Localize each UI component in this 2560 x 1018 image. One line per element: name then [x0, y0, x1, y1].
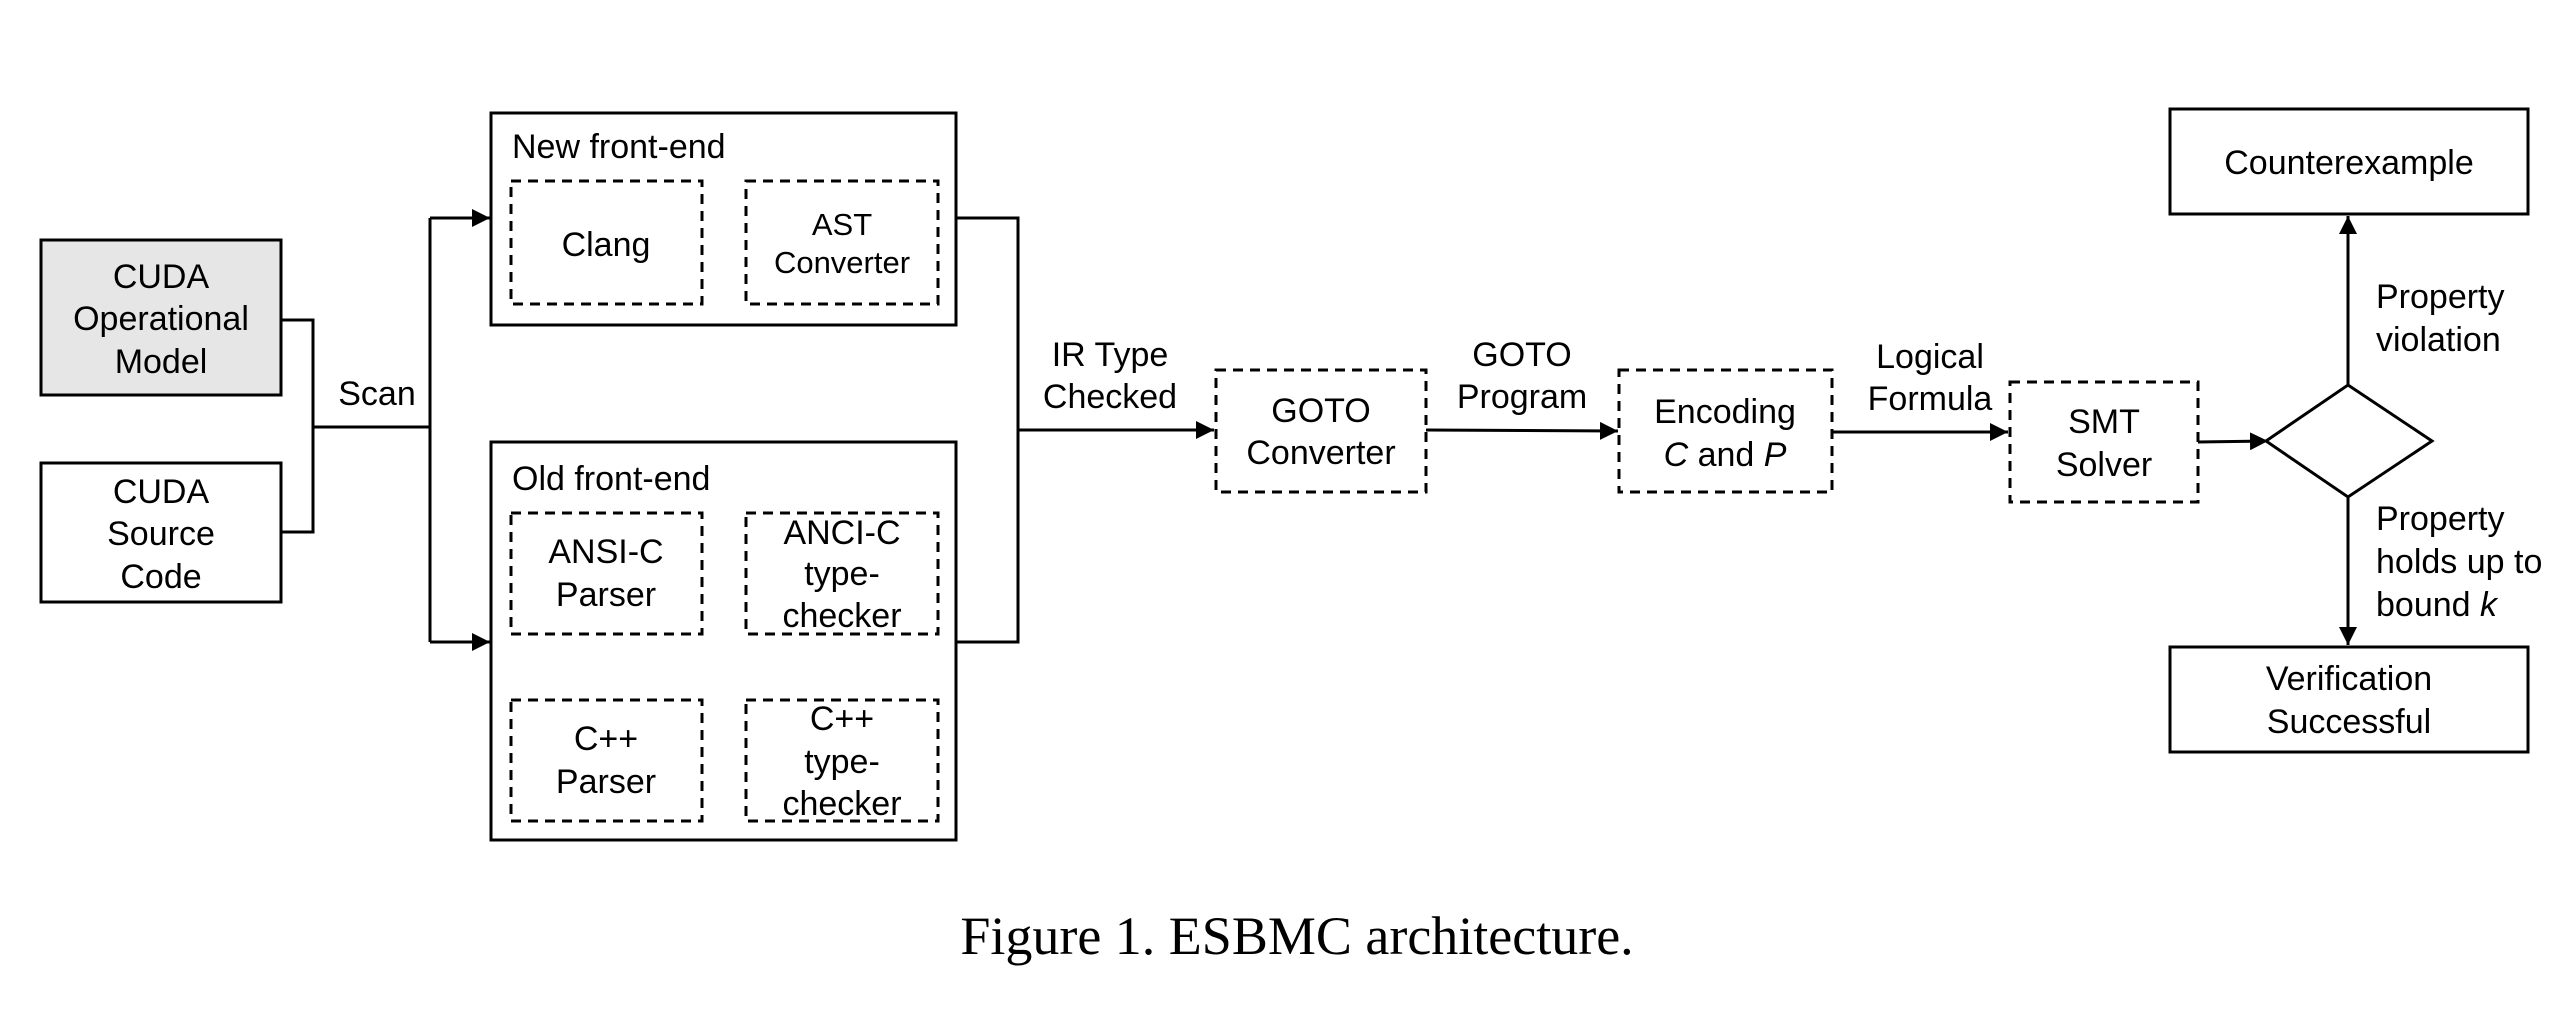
node-goto-converter: GOTO Converter — [1214, 368, 1428, 494]
group-old-frontend: Old front-end ANSI-C Parser ANCI-C type-… — [489, 440, 958, 842]
node-encoding: Encoding C and P — [1617, 368, 1834, 494]
verification-line2: Successful — [2267, 703, 2431, 741]
cpp-parser-line2: Parser — [556, 763, 656, 801]
cpp-typechecker-line2: type- — [804, 743, 880, 781]
node-counterexample: Counterexample — [2168, 107, 2530, 216]
cuda-model-line1: CUDA — [113, 258, 210, 296]
cuda-source-line3: Code — [120, 558, 201, 596]
label-scan: Scan — [338, 375, 416, 413]
cuda-source-line1: CUDA — [113, 473, 210, 511]
encoding-line1: Encoding — [1654, 393, 1796, 431]
old-frontend-title: Old front-end — [512, 460, 710, 498]
new-frontend-title: New front-end — [512, 128, 726, 166]
label-ir-type-line2: Checked — [1043, 378, 1177, 416]
node-cpp-typechecker — [744, 698, 940, 823]
ansic-parser-line1: ANSI-C — [548, 533, 663, 571]
label-property-violation-line1: Property — [2376, 278, 2505, 316]
ansic-typechecker-line3: checker — [782, 597, 901, 635]
smt-solver-line2: Solver — [2056, 446, 2152, 484]
node-cpp-parser — [509, 698, 704, 823]
label-property-holds-line1: Property — [2376, 500, 2505, 538]
ansic-parser-line2: Parser — [556, 576, 656, 614]
group-new-frontend: New front-end Clang AST Converter — [489, 111, 958, 327]
bound-text: bound — [2376, 586, 2480, 624]
node-cuda-operational-model: CUDA Operational Model — [39, 238, 283, 397]
node-verification-successful: Verification Successful — [2168, 645, 2530, 754]
cpp-typechecker-line3: checker — [782, 785, 901, 823]
encoding-and: and — [1688, 436, 1764, 474]
verification-line1: Verification — [2266, 660, 2432, 698]
label-property-violation-line2: violation — [2376, 321, 2501, 359]
cuda-source-line2: Source — [107, 515, 215, 553]
node-ansic-parser — [509, 511, 704, 636]
label-logical-formula-line1: Logical — [1876, 338, 1984, 376]
node-ast-converter — [744, 179, 940, 306]
encoding-line2: C and P — [1664, 436, 1787, 474]
node-cuda-source-code: CUDA Source Code — [39, 461, 283, 604]
goto-converter-line2: Converter — [1246, 434, 1395, 472]
bound-var-k: k — [2480, 586, 2499, 624]
encoding-var-c: C — [1664, 436, 1689, 474]
edge-frontends-merge — [957, 216, 1020, 644]
ansic-typechecker-line1: ANCI-C — [783, 514, 900, 552]
edge-model-to-scan — [282, 318, 315, 427]
cpp-typechecker-line1: C++ — [810, 700, 874, 738]
label-ir-type-line1: IR Type — [1052, 336, 1169, 374]
ast-converter-line2: Converter — [774, 245, 910, 280]
label-logical-formula-line2: Formula — [1868, 380, 1993, 418]
clang-label: Clang — [562, 226, 651, 264]
label-goto-program-line1: GOTO — [1472, 336, 1572, 374]
label-property-holds-line3: bound k — [2376, 586, 2499, 624]
node-ansic-typechecker — [744, 511, 940, 636]
node-decision-diamond — [2263, 383, 2435, 499]
ast-converter-line1: AST — [812, 207, 872, 242]
edge-source-to-scan — [282, 427, 315, 534]
node-smt-solver: SMT Solver — [2008, 380, 2200, 504]
node-clang — [509, 179, 704, 306]
cuda-model-line2: Operational — [73, 300, 249, 338]
smt-solver-line1: SMT — [2068, 403, 2140, 441]
encoding-var-p: P — [1764, 436, 1787, 474]
label-property-holds-line2: holds up to — [2376, 543, 2542, 581]
label-goto-program-line2: Program — [1457, 378, 1587, 416]
edge-smt-to-decision — [2197, 432, 2269, 451]
edge-goto-to-encoding — [1425, 421, 1619, 440]
counterexample-label: Counterexample — [2224, 144, 2473, 182]
cpp-parser-line1: C++ — [574, 720, 638, 758]
goto-converter-line1: GOTO — [1271, 392, 1371, 430]
cuda-model-line3: Model — [115, 343, 208, 381]
ansic-typechecker-line2: type- — [804, 555, 880, 593]
figure-caption: Figure 1. ESBMC architecture. — [960, 906, 1633, 966]
